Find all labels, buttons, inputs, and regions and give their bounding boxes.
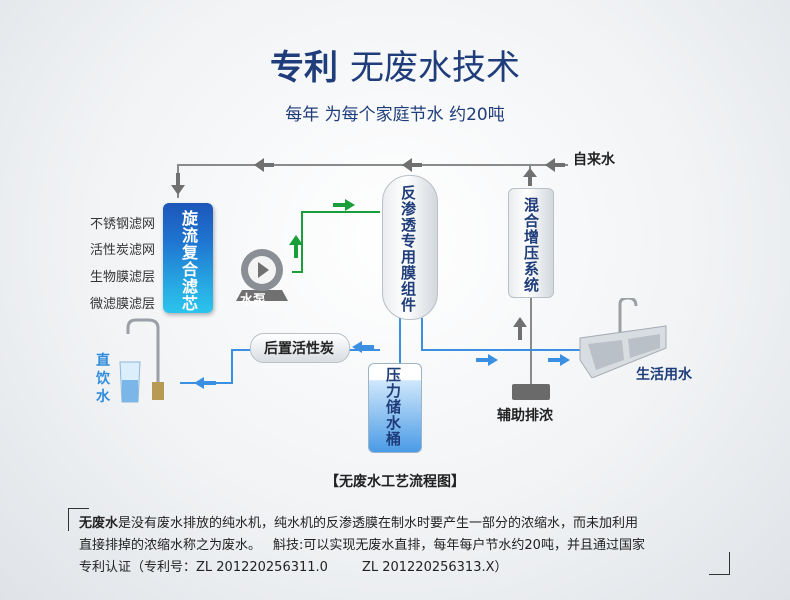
page-subtitle: 每年 为每个家庭节水 约20吨 <box>285 105 505 125</box>
page-title: 专利无废水技术 <box>0 40 790 89</box>
diagram-caption: 【无废水工艺流程图】 <box>325 474 465 490</box>
title-bold: 专利 <box>270 48 338 88</box>
tech-label: 斛技 <box>273 538 300 553</box>
frame-corner-top-left <box>68 508 89 531</box>
filter-core <box>163 203 213 313</box>
ro-membrane <box>382 175 438 320</box>
note-term: 无废水 <box>79 516 119 531</box>
pump-label: 水泵 <box>240 293 267 308</box>
tap-water-label: 自来水 <box>573 152 615 168</box>
filter-layer-label: 微滤膜滤层 <box>90 297 156 312</box>
booster-system <box>508 188 554 298</box>
drain-outlet <box>512 384 550 400</box>
note-line-2: 直接排掉的浓缩水称之为废水。斛技:可以实现无废水直排，每年每户节水约20吨，并且… <box>79 538 645 553</box>
drinking-faucet-icon <box>119 318 164 403</box>
filter-layer-label: 不锈钢滤网 <box>90 217 156 232</box>
drain-label: 辅助排浓 <box>497 408 553 424</box>
filter-core-label: 旋流复合滤芯 <box>179 210 198 312</box>
post-carbon-filter <box>250 333 350 363</box>
gray-arrows <box>171 158 565 340</box>
green-pipe <box>292 211 380 273</box>
booster-label: 混合增压系统 <box>522 197 540 293</box>
storage-tank <box>368 363 422 453</box>
ro-membrane-label: 反渗透专用膜组件 <box>399 185 417 313</box>
post-carbon-label: 后置活性炭 <box>264 341 334 357</box>
title-rest: 无废水技术 <box>350 48 520 88</box>
domestic-water-label: 生活用水 <box>636 367 692 383</box>
filter-layer-label: 生物膜滤层 <box>90 270 156 285</box>
filter-layer-label: 活性炭滤网 <box>90 243 156 258</box>
sink-icon <box>579 298 667 378</box>
storage-tank-label: 压力储水桶 <box>384 367 402 447</box>
frame-corner-bottom-right <box>709 552 730 575</box>
description-note: 无废水是没有废水排放的纯水机，纯水机的反渗透膜在制水时要产生一部分的浓缩水，而未… <box>79 513 719 579</box>
green-arrows <box>289 199 355 258</box>
blue-arrows <box>194 341 570 389</box>
note-line-1: 无废水是没有废水排放的纯水机，纯水机的反渗透膜在制水时要产生一部分的浓缩水，而未… <box>79 516 639 531</box>
drinking-water-label: 直饮水 <box>96 353 110 405</box>
pump-icon <box>236 249 288 301</box>
